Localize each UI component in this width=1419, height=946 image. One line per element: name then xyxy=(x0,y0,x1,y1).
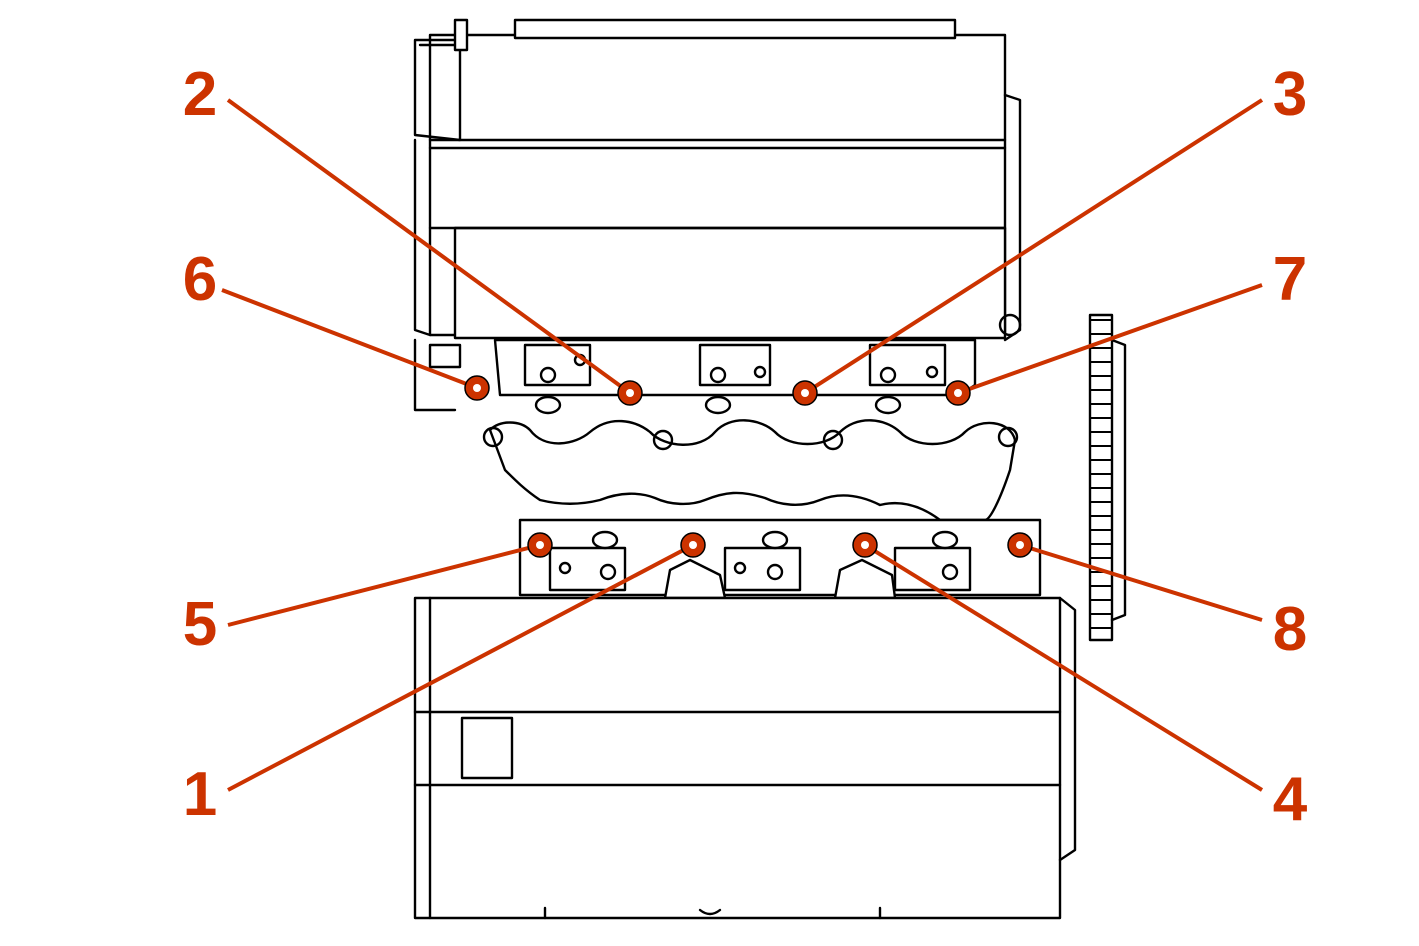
bolt-marker-center-5 xyxy=(536,541,544,549)
callout-label-4: 4 xyxy=(1273,765,1308,834)
bolt-marker-center-1 xyxy=(689,541,697,549)
callout-label-1: 1 xyxy=(183,760,217,829)
callout-leaders xyxy=(221,98,1264,792)
bolt-marker-center-6 xyxy=(473,384,481,392)
lower-brackets xyxy=(518,518,1042,600)
leader-line-8 xyxy=(1019,543,1263,622)
leader-line-5 xyxy=(227,543,541,627)
bolt-marker-center-7 xyxy=(954,389,962,397)
bolt-markers xyxy=(464,375,1033,558)
leader-line-6 xyxy=(221,288,478,390)
leader-line-1 xyxy=(227,543,694,792)
leader-line-2 xyxy=(226,98,632,395)
upper-cylinder-head xyxy=(413,18,1022,412)
callout-label-6: 6 xyxy=(183,245,217,314)
flywheel xyxy=(1088,313,1127,642)
bolt-marker-center-8 xyxy=(1016,541,1024,549)
bolt-marker-center-3 xyxy=(801,389,809,397)
lower-cylinder-block xyxy=(413,596,1077,920)
callout-label-5: 5 xyxy=(183,590,217,659)
bolt-marker-center-4 xyxy=(861,541,869,549)
callout-label-7: 7 xyxy=(1273,245,1307,314)
leader-line-7 xyxy=(957,283,1263,395)
bolt-marker-center-2 xyxy=(626,389,634,397)
callout-label-8: 8 xyxy=(1273,595,1307,664)
leader-line-3 xyxy=(803,98,1264,395)
upper-brackets xyxy=(493,338,977,415)
callout-label-2: 2 xyxy=(183,60,217,129)
callout-label-3: 3 xyxy=(1273,60,1307,129)
leader-line-4 xyxy=(863,543,1264,792)
intake-manifold xyxy=(482,419,1019,522)
